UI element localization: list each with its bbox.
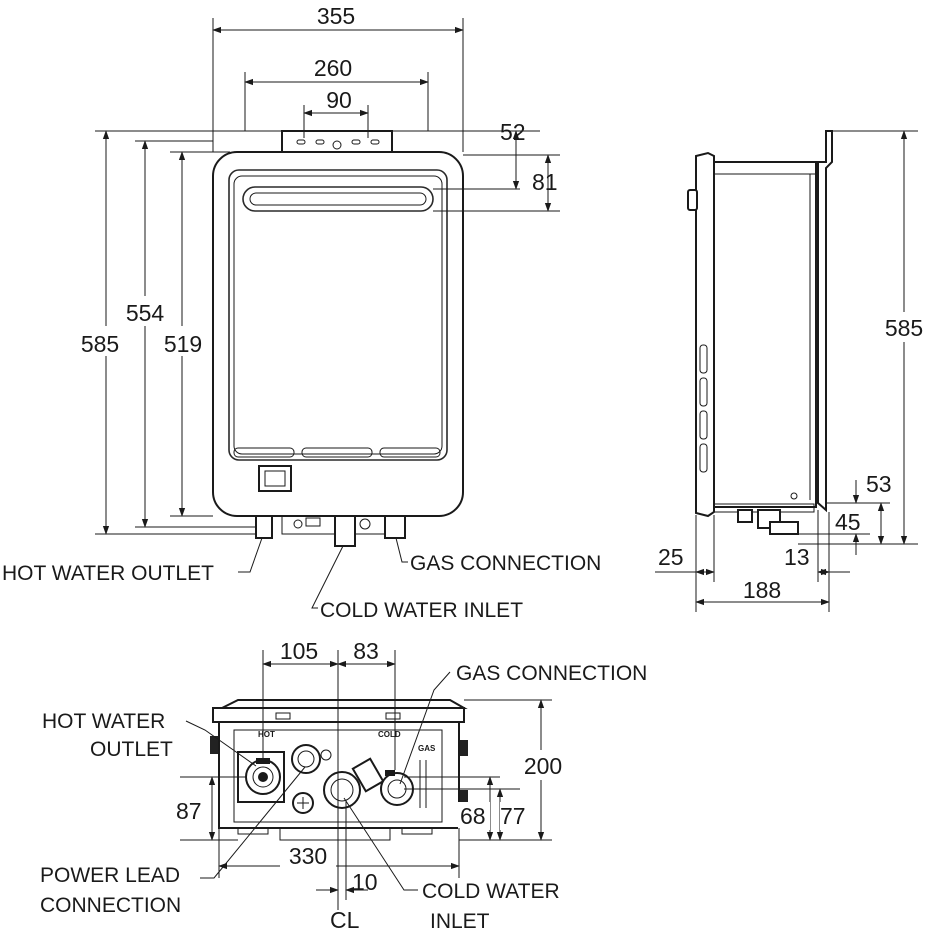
dim-45: 45 [835,509,861,535]
label-hot-water-outlet-bottom-1: HOT WATER [42,710,165,733]
dim-585-side: 585 [885,315,923,341]
dim-519: 519 [164,331,202,357]
cold-inlet-fitting [334,515,356,547]
label-power-lead-2: CONNECTION [40,894,181,917]
power-lead-port [291,744,321,774]
dim-87: 87 [176,798,202,824]
dim-90: 90 [326,87,352,113]
dim-260: 260 [314,55,352,81]
label-cold-water-inlet: COLD WATER INLET [320,599,523,622]
dim-585-front: 585 [81,331,119,357]
label-cold-water-inlet-bottom-2: INLET [430,910,490,933]
display-window [258,465,292,492]
dim-25: 25 [658,544,684,570]
dim-105: 105 [280,638,318,664]
label-gas-connection: GAS CONNECTION [410,552,601,575]
dim-355: 355 [317,3,355,29]
wall-bracket [817,130,833,513]
top-vent [242,186,434,212]
marking-gas: GAS [418,744,436,753]
label-hot-water-outlet: HOT WATER OUTLET [2,562,214,585]
dim-188: 188 [743,577,781,603]
dim-330: 330 [289,843,327,869]
bottom-view: HOT COLD GAS 105 83 [40,638,647,933]
dim-68: 68 [460,803,486,829]
dim-13: 13 [784,544,810,570]
cold-inlet-port [323,771,361,809]
side-casing [713,161,817,508]
marking-cold: COLD [378,730,401,739]
front-panel [228,169,448,461]
dim-83: 83 [353,638,379,664]
hot-outlet-fitting [255,515,273,539]
label-gas-connection-bottom: GAS CONNECTION [456,662,647,685]
centerline-label: CL [330,907,360,933]
side-front-panel [695,151,715,518]
dim-53: 53 [866,471,892,497]
front-view: 355 260 90 52 81 585 554 519 [2,3,601,622]
marking-hot: HOT [258,730,275,739]
dim-554: 554 [126,300,165,326]
dim-52: 52 [500,119,526,145]
dim-200: 200 [524,753,562,779]
gas-fitting [384,515,406,539]
dim-77: 77 [500,803,526,829]
dim-81: 81 [532,169,558,195]
side-view: 585 53 45 25 13 188 [655,130,928,612]
label-power-lead-1: POWER LEAD [40,864,180,887]
label-hot-water-outlet-bottom-2: OUTLET [90,738,173,761]
label-cold-water-inlet-bottom-1: COLD WATER [422,880,560,903]
dim-10: 10 [352,869,378,895]
